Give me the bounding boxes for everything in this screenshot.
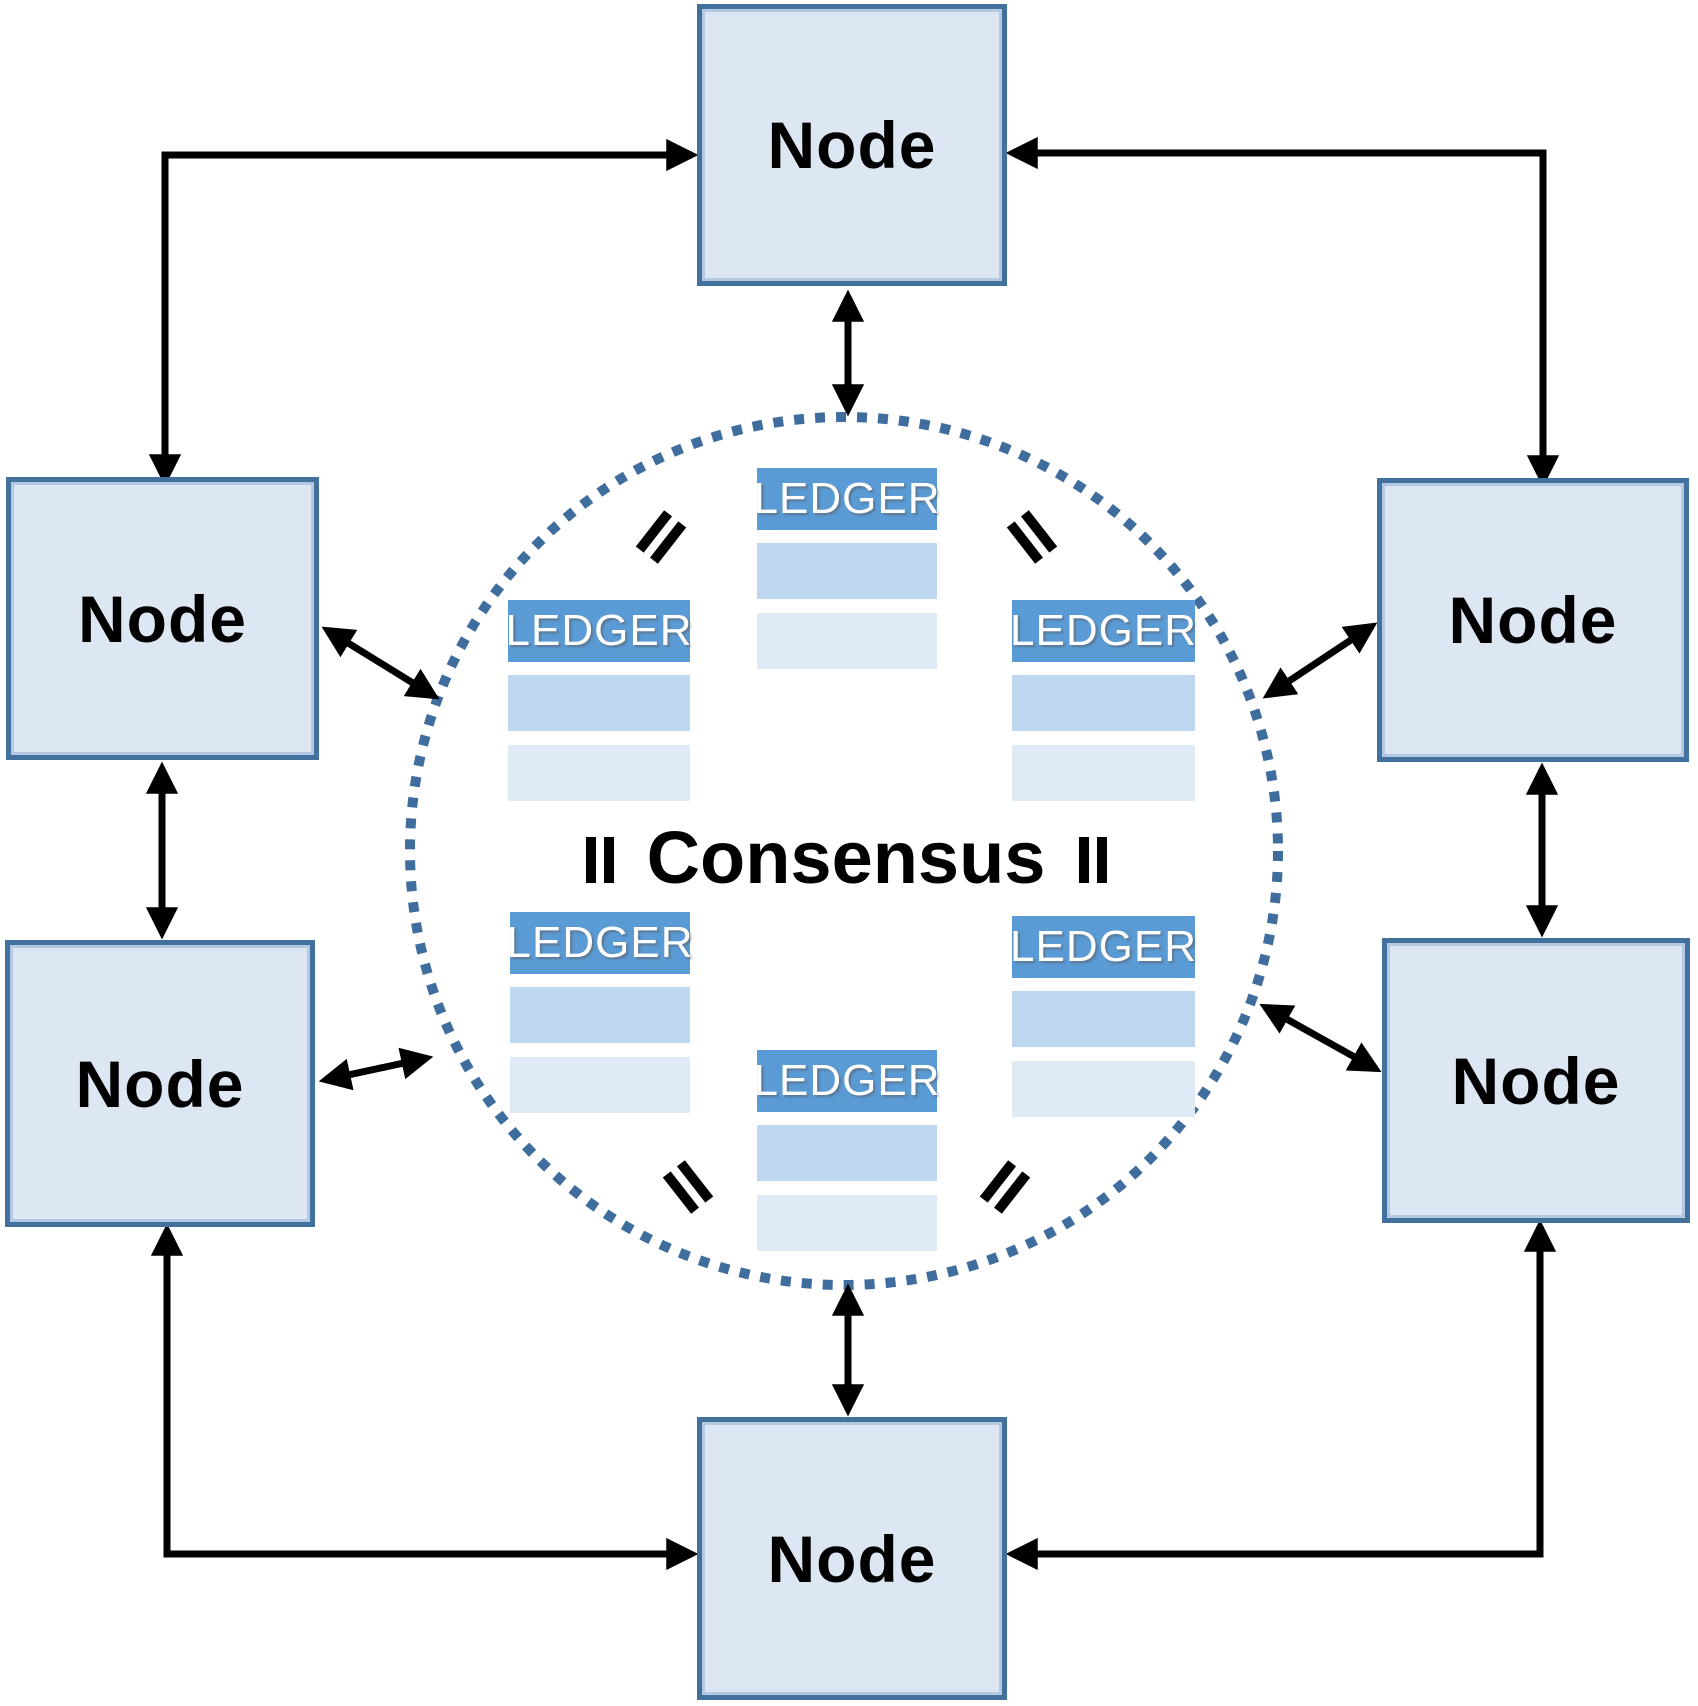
node-box-top: Node [697, 4, 1007, 286]
node-label: Node [75, 1046, 245, 1121]
ledger-header: LEDGER [754, 1050, 939, 1112]
ledger-header: LEDGER [1010, 916, 1196, 978]
ledger-row [757, 1125, 937, 1181]
equals-icon [635, 510, 687, 564]
ledger-row [508, 675, 690, 731]
equals-bar [604, 837, 614, 883]
equals-icon [1006, 510, 1058, 564]
ledger-upper-left: LEDGER [506, 600, 691, 801]
ledger-row [508, 745, 690, 801]
arrow-elbow-top-left [148, 138, 699, 487]
node-box-left-upper: Node [6, 477, 319, 760]
node-box-right-upper: Node [1377, 478, 1689, 762]
ledger-row [1012, 745, 1195, 801]
ledger-row [757, 1195, 937, 1251]
consensus-label: Consensus [646, 816, 1046, 899]
equals-icon [979, 1160, 1031, 1214]
ledger-row [757, 543, 937, 599]
ledger-bottom: LEDGER [754, 1050, 939, 1251]
arrow-left-lower-circle [318, 1047, 434, 1091]
ledger-row [1012, 675, 1195, 731]
arrow-elbow-bottom-left [150, 1223, 699, 1571]
arrow-elbow-top-right [1005, 136, 1560, 488]
node-box-bottom: Node [697, 1417, 1007, 1700]
arrow-right-lower-circle [1259, 1003, 1382, 1073]
equals-icon [586, 837, 614, 883]
ledger-row [757, 613, 937, 669]
arrow-right-upper-circle [1262, 622, 1378, 699]
ledger-lower-left: LEDGER [507, 912, 692, 1113]
node-box-right-lower: Node [1382, 938, 1690, 1223]
ledger-row [1012, 991, 1195, 1047]
equals-icon [1079, 837, 1107, 883]
ledger-row [1012, 1061, 1195, 1117]
node-label: Node [767, 108, 937, 182]
ledger-row [510, 1057, 690, 1113]
ledger-header: LEDGER [507, 912, 692, 974]
equals-bar [1097, 837, 1107, 883]
ledger-upper-right: LEDGER [1010, 600, 1196, 801]
ledger-top: LEDGER [754, 468, 939, 669]
ledger-row [510, 987, 690, 1043]
node-label: Node [767, 1521, 937, 1596]
ledger-header: LEDGER [1010, 600, 1196, 662]
equals-icon [662, 1160, 714, 1214]
ledger-header: LEDGER [754, 468, 939, 530]
node-label: Node [1448, 583, 1618, 657]
arrow-elbow-bottom-right [1005, 1219, 1557, 1571]
node-box-left-lower: Node [5, 940, 315, 1227]
ledger-lower-right: LEDGER [1010, 916, 1196, 1117]
node-label: Node [1451, 1043, 1621, 1118]
equals-bar [586, 837, 596, 883]
arrow-left-upper-circle [321, 626, 440, 700]
node-label: Node [78, 581, 247, 656]
ledger-header: LEDGER [506, 600, 691, 662]
equals-bar [1079, 837, 1089, 883]
